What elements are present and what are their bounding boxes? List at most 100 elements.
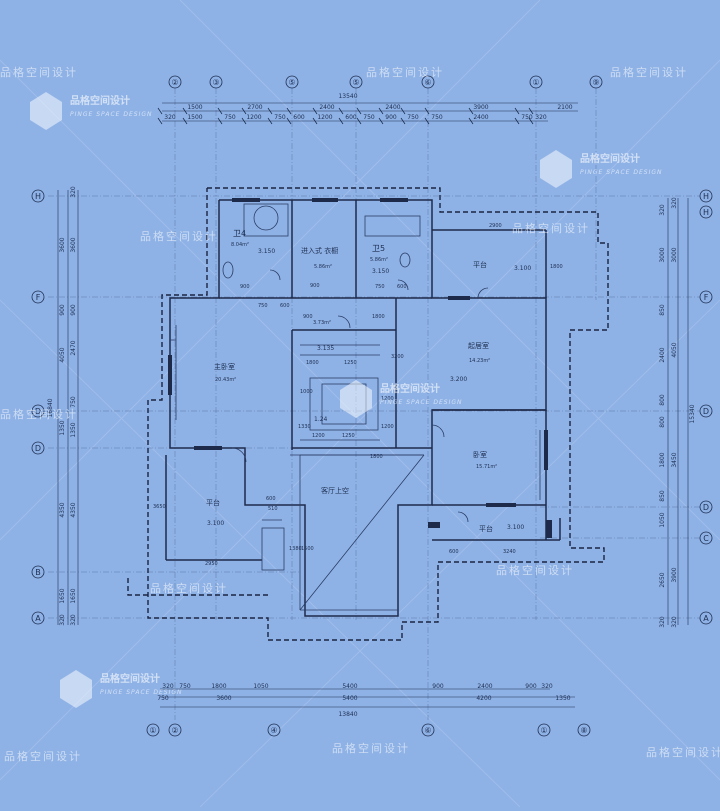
dimension-label: 750 — [274, 114, 286, 121]
brand-name: 品格空间设计 — [580, 152, 640, 165]
axis-bubble-label: ⑥ — [424, 78, 431, 87]
roof-outline — [127, 187, 609, 641]
dimension-label: 900 — [432, 683, 444, 690]
dimension-label: 320 — [659, 616, 666, 628]
dimension-label: 900 — [525, 683, 537, 690]
axis-bubble-label: D — [703, 503, 709, 512]
dimension-label: 320 — [59, 614, 66, 626]
axis-bubble-circle — [31, 611, 45, 625]
axis-bubble-label: ① — [540, 726, 547, 735]
dimension-ticks — [157, 107, 534, 125]
bottom-dimension-row-2: 750 3600 5400 4200 1350 — [157, 695, 571, 702]
dimension-label: 750 — [521, 114, 533, 121]
dimension-label: 900 — [385, 114, 397, 121]
axis-bubble-label: H — [35, 192, 41, 201]
room-label: 5.86m² — [314, 264, 332, 270]
dimension-label: 1500 — [187, 114, 202, 121]
room-label: 3.200 — [450, 376, 467, 383]
axis-bubble-circle — [209, 75, 223, 89]
dimension-label: 2400 — [659, 347, 666, 362]
dimension-label: 3600 — [59, 237, 66, 252]
dimension-label: 3600 — [216, 695, 231, 702]
axis-bubble-circle — [421, 723, 435, 737]
room-label: 3.135 — [317, 345, 334, 352]
dimension-label: 900 — [70, 304, 77, 316]
axis-bubble-label: H — [703, 208, 709, 217]
axis-bubble-label: ② — [171, 726, 178, 735]
room-label: 15.71m² — [476, 464, 497, 470]
dimension-label: 750 — [70, 396, 77, 408]
interior-dimension-label: 600 — [266, 496, 276, 502]
interior-dimension-label: 900 — [303, 314, 313, 320]
dimension-label: 1050 — [659, 512, 666, 527]
axis-bubble-circle — [699, 189, 713, 203]
dimension-label: 1050 — [253, 683, 268, 690]
room-label: 客厅上空 — [321, 486, 349, 495]
dimension-label: 1500 — [187, 104, 202, 111]
dimension-label: 320 — [671, 197, 678, 209]
interior-dimension-label: 1000 — [300, 389, 313, 395]
interior-dimension-label: 1330 — [298, 424, 311, 430]
room-label: 进入式 衣橱 — [301, 246, 338, 255]
room-label: 3.150 — [372, 268, 389, 275]
brand-logo-icon — [540, 150, 572, 188]
room-label: 8.04m² — [231, 242, 249, 248]
interior-dimension-label: 510 — [268, 506, 278, 512]
brand-name-en: PINGE SPACE DESIGN — [380, 399, 462, 406]
interior-dimension-label: 3650 — [153, 504, 166, 510]
dimension-label: 750 — [407, 114, 419, 121]
dimension-label: 1650 — [59, 588, 66, 603]
interior-dimension-label: 1800 — [372, 314, 385, 320]
interior-dimension-label: 1800 — [370, 454, 383, 460]
axis-bubble-label: ⑤ — [352, 78, 359, 87]
interior-dimension-label: 900 — [310, 283, 320, 289]
interior-dimension-label: 600 — [449, 549, 459, 555]
interior-dimension-label: 3200 — [391, 354, 404, 360]
dimension-label: 900 — [59, 304, 66, 316]
dimension-label: 800 — [659, 394, 666, 406]
axis-bubble-circle — [31, 404, 45, 418]
dimension-label: 800 — [659, 416, 666, 428]
axis-bubble-label: H — [703, 192, 709, 201]
dimension-label: 1350 — [555, 695, 570, 702]
dimension-label: 5400 — [342, 695, 357, 702]
axis-bubble-label: D — [703, 407, 709, 416]
interior-dimension-label: 1200 — [381, 424, 394, 430]
dimension-label: 2400 — [473, 114, 488, 121]
dimension-label: 4200 — [476, 695, 491, 702]
interior-dimension-label: 1380 — [289, 546, 302, 552]
interior-dimension-label: 1250 — [344, 360, 357, 366]
room-label: 平台 — [473, 260, 487, 269]
dimension-label: 320 — [659, 204, 666, 216]
axis-bubble-circle — [699, 500, 713, 514]
axis-bubble-label: F — [704, 293, 709, 302]
watermark-text: 品格空间设计 — [332, 741, 410, 755]
dimension-label: 600 — [345, 114, 357, 121]
axis-bubble-circle — [529, 75, 543, 89]
axis-bubble-circle — [168, 723, 182, 737]
dimension-label: 1650 — [70, 588, 77, 603]
watermark-text: 品格空间设计 — [4, 749, 82, 763]
axis-bubble-label: ⑨ — [592, 78, 599, 87]
dimension-label: 1350 — [70, 422, 77, 437]
axis-bubble-label: F — [36, 293, 41, 302]
room-label: 14.23m² — [469, 358, 490, 364]
dimension-label: 4050 — [59, 347, 66, 362]
dimension-label: 750 — [157, 695, 169, 702]
brand-watermark: 品格空间设计 PINGE SPACE DESIGN — [30, 92, 151, 130]
brand-name: 品格空间设计 — [70, 94, 130, 107]
dimension-label: 320 — [671, 616, 678, 628]
room-label: 1.24 — [314, 416, 328, 423]
dimension-label: 750 — [179, 683, 191, 690]
brand-logo-icon — [60, 670, 92, 708]
room-label: 3.100 — [507, 524, 524, 531]
room-label: 主卧室 — [214, 362, 235, 371]
brand-name-en: PINGE SPACE DESIGN — [580, 169, 662, 176]
dimension-label: 600 — [293, 114, 305, 121]
